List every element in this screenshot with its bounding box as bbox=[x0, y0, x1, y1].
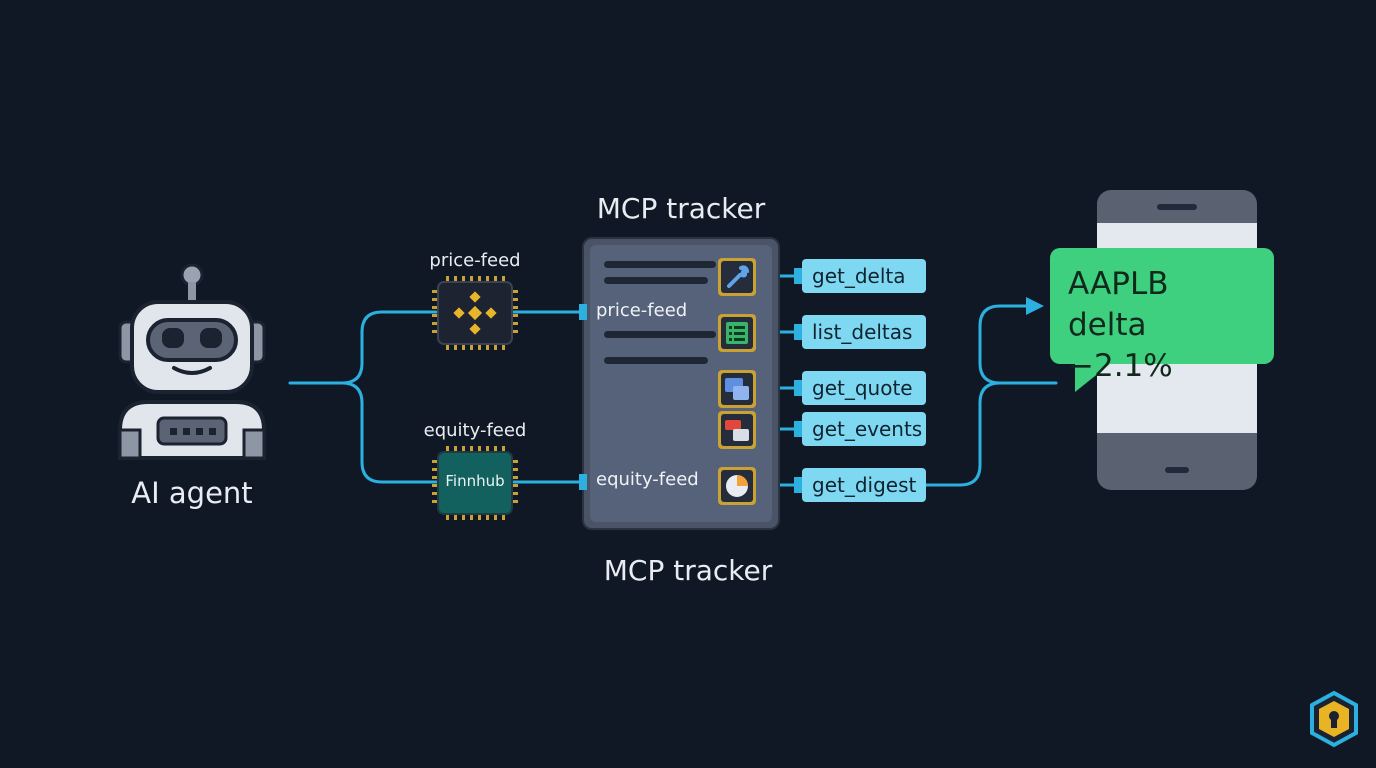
tool-port bbox=[794, 477, 802, 493]
robot-icon bbox=[118, 263, 266, 460]
finnhub-text: Finnhub bbox=[445, 472, 505, 490]
equity-feed-chip bbox=[432, 446, 518, 520]
phone-speaker bbox=[1157, 204, 1197, 210]
panel-port-equity bbox=[579, 474, 587, 490]
tool-list-deltas: list_deltas bbox=[802, 315, 926, 349]
placeholder-bar bbox=[604, 357, 708, 364]
notification-line-2: delta −2.1% bbox=[1068, 307, 1173, 384]
wire-digest-phone bbox=[924, 381, 1058, 487]
notification-tail bbox=[1075, 360, 1115, 392]
wrench-icon bbox=[718, 258, 756, 296]
tool-port bbox=[794, 268, 802, 284]
tool-port bbox=[794, 421, 802, 437]
tool-get-digest: get_digest bbox=[802, 468, 926, 502]
wire-digest-notify bbox=[978, 304, 1032, 385]
wire-agent-equity bbox=[340, 381, 438, 484]
wire-agent-price bbox=[288, 310, 438, 385]
placeholder-bar bbox=[604, 277, 708, 284]
agent-label: AI agent bbox=[131, 476, 253, 510]
arrow-head bbox=[1026, 297, 1044, 315]
tool-get-delta: get_delta bbox=[802, 259, 926, 293]
panel-input-equity-feed: equity-feed bbox=[596, 469, 699, 490]
tool-get-quote: get_quote bbox=[802, 371, 926, 405]
placeholder-bar bbox=[604, 261, 716, 268]
price-feed-label: price-feed bbox=[429, 250, 521, 271]
tool-port bbox=[794, 380, 802, 396]
tool-port bbox=[794, 324, 802, 340]
tracker-title-top: MCP tracker bbox=[596, 192, 766, 225]
events-icon bbox=[718, 411, 756, 449]
phone-home-button bbox=[1165, 467, 1189, 473]
tool-get-events: get_events bbox=[802, 412, 926, 446]
panel-input-price-feed: price-feed bbox=[596, 300, 688, 321]
price-feed-chip bbox=[432, 276, 518, 350]
pie-chart-icon bbox=[718, 467, 756, 505]
notification-line-1: AAPLB bbox=[1068, 266, 1169, 302]
notification-bubble: AAPLB delta −2.1% bbox=[1050, 248, 1274, 384]
equity-feed-label: equity-feed bbox=[423, 420, 527, 441]
panel-port-price bbox=[579, 304, 587, 320]
placeholder-bar bbox=[604, 331, 716, 338]
list-icon bbox=[718, 314, 756, 352]
tracker-title-bottom: MCP tracker bbox=[603, 554, 773, 587]
quote-icon bbox=[718, 370, 756, 408]
shield-keyhole-icon bbox=[1310, 690, 1358, 748]
